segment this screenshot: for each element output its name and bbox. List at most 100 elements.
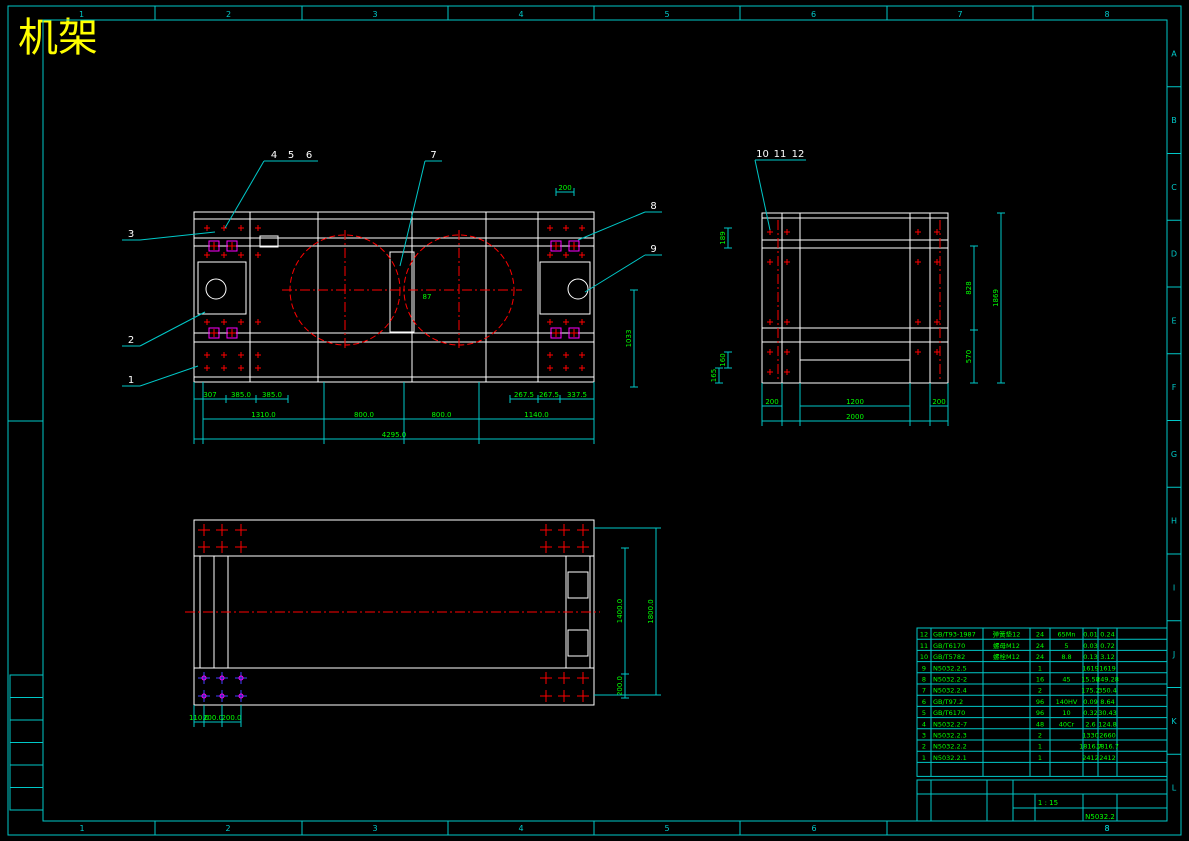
front-small-block [259,235,279,248]
bom-cell: 1330 [1082,732,1099,740]
bom-cell: 螺栓M12 [993,652,1020,661]
bom-cell: 3 [922,732,926,740]
bom-cell: 124.8 [1098,720,1117,728]
bom-cell: 5 [1064,642,1068,650]
callout-5-number: 5 [288,150,294,161]
dim-1033-label: 1033 [625,330,633,348]
bom-cell: 2412 [1082,754,1099,762]
front-bolt-hole [568,240,580,252]
front-bolt-hole [208,240,220,252]
callout-6-number: 6 [306,150,312,161]
dim-side-570-label: 570 [965,350,973,363]
callout-11-number: 11 [774,149,787,160]
bom-cell: 24 [1036,631,1044,639]
bom-cell: 0.09 [1083,698,1097,706]
front-bolt-hole [550,240,562,252]
bom-cell: 15.58 [1081,676,1100,684]
bom-cell: N5032.2.5 [933,664,967,672]
zone-label-right: B [1171,116,1177,125]
zone-label-right: F [1172,383,1177,392]
dim-267a-label: 267.5 [514,391,534,399]
dim-385b-label: 385.0 [262,391,282,399]
bom-cell: 螺母M12 [993,641,1020,650]
bom-cell: 2.6 [1085,720,1095,728]
side-outline [761,212,949,384]
zone-label-top: 4 [518,10,523,19]
bom-cell: 9 [922,664,926,672]
dim-1140-label: 1140.0 [524,411,549,419]
dim-top-200v-label: 200.0 [616,676,624,696]
zone-label-top: 3 [372,10,377,19]
bom-cell: 350.4 [1098,687,1117,695]
dim-385a-label: 385.0 [231,391,251,399]
bom-cell: 弹簧垫12 [993,630,1021,639]
bom-cell: N5032.2.1 [933,754,967,762]
zone-label-top: 6 [811,10,816,19]
callout-7-number: 7 [430,150,436,161]
callout-1-leader [139,365,199,387]
zone-label-right: H [1171,517,1177,526]
zone-label-top: 8 [1104,10,1109,19]
bom-cell: 4 [922,720,926,728]
zone-label-top: 5 [664,10,669,19]
bom-cell: 1816.7 [1079,743,1102,751]
bom-cell: 3.12 [1100,653,1114,661]
dim-200-top-label: 200 [558,184,571,192]
callout-8-leader [577,211,646,241]
callout-2-leader [139,311,206,347]
bom-cell: 11 [920,642,928,650]
zone-label-top: 2 [226,10,231,19]
dim-267b-label: 267.5 [539,391,559,399]
top-tapped-hole-ring [238,675,244,681]
dim-side-189-label: 189 [719,231,727,244]
title-block-sheet: 8 [1104,824,1109,833]
bom-cell: 1619 [1099,664,1116,672]
top-tapped-hole-ring [238,693,244,699]
callout-3-leader [139,231,216,241]
dim-side-165-label: 165 [710,369,718,382]
zone-label-bottom: 6 [811,824,816,833]
bom-cell: 0.32 [1083,709,1097,717]
zone-label-right: G [1171,450,1177,459]
dim-side-200b-label: 200 [932,398,945,406]
callout-8-number: 8 [650,201,656,212]
zone-label-right: C [1171,183,1177,192]
dim-top-110-label: 110.0 [189,714,209,722]
bom-cell: 12 [920,631,928,639]
zone-label-bottom: 2 [225,824,230,833]
bom-cell: GB/T93-1987 [933,631,976,639]
front-right-bearing-block [539,261,591,315]
zone-label-top: 7 [957,10,962,19]
dim-side-200a-label: 200 [765,398,778,406]
front-bolt-hole [568,327,580,339]
bom-cell: 6 [922,698,926,706]
bom-cell: N5032.2-2 [933,676,967,684]
bom-cell: 2 [1038,732,1042,740]
dim-top-1800-label: 1800.0 [647,599,655,624]
bom-cell: 8.64 [1100,698,1114,706]
bom-cell: GB/T5782 [933,653,965,661]
bom-cell: 45 [1062,676,1070,684]
bom-cell: 96 [1036,709,1044,717]
callout-1-number: 1 [128,375,134,386]
zone-label-bottom: 5 [664,824,669,833]
bom-cell: 140HV [1056,698,1078,706]
dim-800b-label: 800.0 [431,411,451,419]
bom-cell: 0.01 [1083,631,1097,639]
bom-cell: 249.28 [1096,676,1119,684]
front-bolt-hole [226,240,238,252]
callout-7-leader [399,160,426,267]
callout-10-leader [754,159,771,231]
bom-cell: 1 [922,754,926,762]
callout-10-number: 10 [756,149,769,160]
dim-4295-label: 4295.0 [382,431,407,439]
callout-4-leader [224,160,265,229]
zone-label-top: 1 [79,10,84,19]
front-bolt-hole [550,327,562,339]
dim-top-200a-label: 200.0 [203,714,223,722]
bom-cell: 1619 [1082,664,1099,672]
front-bolt-hole [208,327,220,339]
